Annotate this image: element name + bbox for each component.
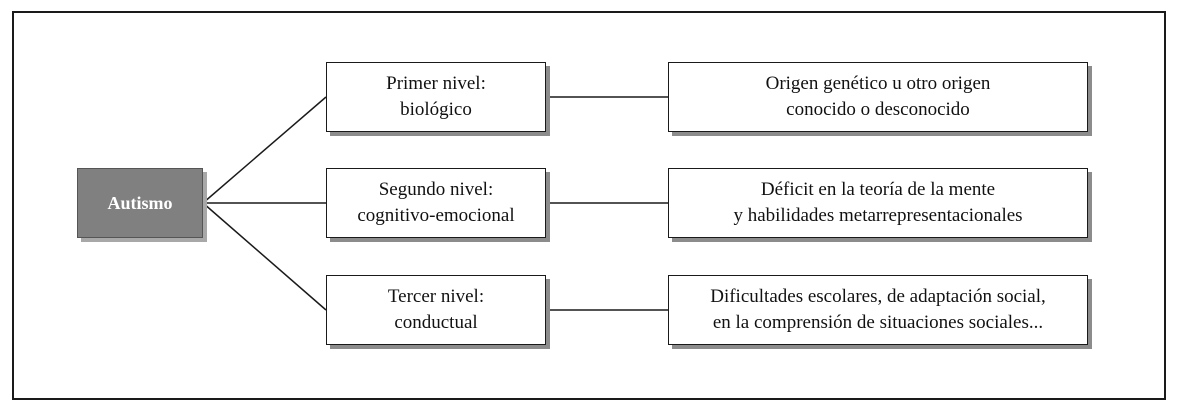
root-node-label: Autismo: [107, 193, 173, 213]
connector-root-to-level-3: [202, 202, 327, 311]
level-2-title-line-2: cognitivo-emocional: [357, 205, 515, 226]
level-2-title-line-1: Segundo nivel:: [378, 179, 494, 200]
level-3-title-line-1: Tercer nivel:: [387, 286, 485, 307]
connector-root-to-level-1: [202, 96, 327, 204]
level-node-tercer-nivel: Tercer nivel: conductual: [326, 275, 546, 345]
description-2-line-1: Déficit en la teoría de la mente: [760, 179, 996, 200]
level-node-primer-nivel: Primer nivel: biológico: [326, 62, 546, 132]
description-3-line-2: en la comprensión de situaciones sociale…: [712, 312, 1044, 333]
root-node-autismo: Autismo: [77, 168, 203, 238]
description-1-line-2: conocido o desconocido: [786, 99, 970, 120]
description-1-line-1: Origen genético u otro origen: [765, 73, 991, 94]
level-node-segundo-nivel: Segundo nivel: cognitivo-emocional: [326, 168, 546, 238]
level-3-title-line-2: conductual: [394, 312, 478, 333]
description-node-deficit: Déficit en la teoría de la mente y habil…: [668, 168, 1088, 238]
description-node-dificultades: Dificultades escolares, de adaptación so…: [668, 275, 1088, 345]
level-1-title-line-1: Primer nivel:: [386, 73, 486, 94]
description-node-origen: Origen genético u otro origen conocido o…: [668, 62, 1088, 132]
description-3-line-1: Dificultades escolares, de adaptación so…: [710, 286, 1046, 307]
description-2-line-2: y habilidades metarrepresentacionales: [733, 205, 1023, 226]
level-1-title-line-2: biológico: [400, 99, 472, 120]
